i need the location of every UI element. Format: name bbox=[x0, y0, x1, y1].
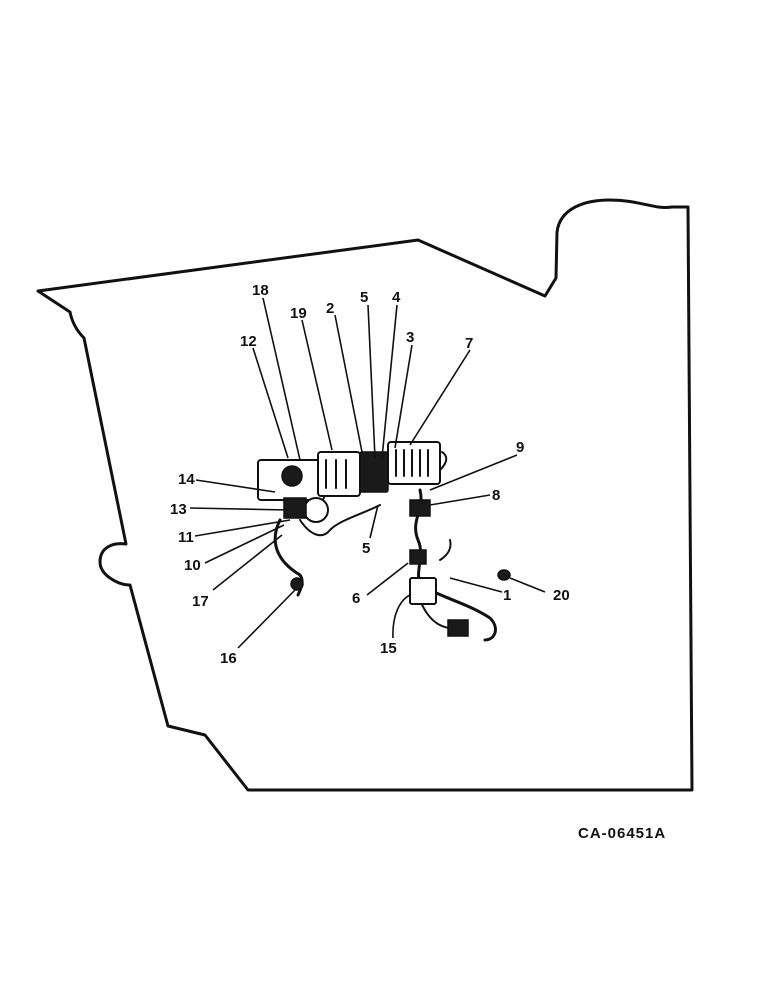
fuse-slots bbox=[325, 449, 429, 489]
connector-lower-right bbox=[447, 619, 469, 637]
callout-19: 19 bbox=[290, 305, 307, 322]
connector-8 bbox=[409, 499, 431, 517]
callout-7: 7 bbox=[465, 335, 473, 352]
callout-10: 10 bbox=[184, 557, 201, 574]
callout-20: 20 bbox=[553, 587, 570, 604]
callout-14: 14 bbox=[178, 471, 195, 488]
connector-6 bbox=[409, 549, 427, 565]
wire-left-branch bbox=[299, 504, 381, 537]
callout-13: 13 bbox=[170, 501, 187, 518]
callout-17: 17 bbox=[192, 593, 209, 610]
connector-16 bbox=[290, 577, 304, 591]
cab-panel-outline bbox=[36, 198, 694, 792]
leader-lines bbox=[189, 297, 546, 649]
callout-9: 9 bbox=[516, 439, 524, 456]
callout-5-bottom: 5 bbox=[362, 540, 370, 557]
callout-4: 4 bbox=[392, 289, 401, 306]
callout-12: 12 bbox=[240, 333, 257, 350]
relay-round bbox=[303, 497, 329, 523]
fuse-block bbox=[317, 451, 361, 497]
callout-2: 2 bbox=[326, 300, 334, 317]
callout-15: 15 bbox=[380, 640, 397, 657]
callout-16: 16 bbox=[220, 650, 237, 667]
relay-lower bbox=[409, 577, 437, 605]
wire-right-stub bbox=[439, 539, 452, 561]
wire-right-upper bbox=[439, 451, 448, 471]
reference-code: CA-06451A bbox=[578, 825, 666, 842]
connector-block-center bbox=[359, 451, 389, 493]
callout-11: 11 bbox=[178, 529, 194, 546]
callout-18: 18 bbox=[252, 282, 269, 299]
relay-left bbox=[281, 465, 303, 487]
harness-assembly bbox=[257, 441, 511, 642]
callout-6: 6 bbox=[352, 590, 360, 607]
switch-body bbox=[283, 497, 307, 519]
callout-5-top: 5 bbox=[360, 289, 368, 306]
callout-8: 8 bbox=[492, 487, 500, 504]
part-20 bbox=[497, 569, 511, 581]
callout-3: 3 bbox=[406, 329, 414, 346]
wire-right-loop bbox=[428, 588, 497, 642]
callout-labels: 18 19 2 5 4 3 7 12 14 13 11 10 17 16 5 9… bbox=[170, 282, 570, 667]
callout-1: 1 bbox=[503, 587, 511, 604]
